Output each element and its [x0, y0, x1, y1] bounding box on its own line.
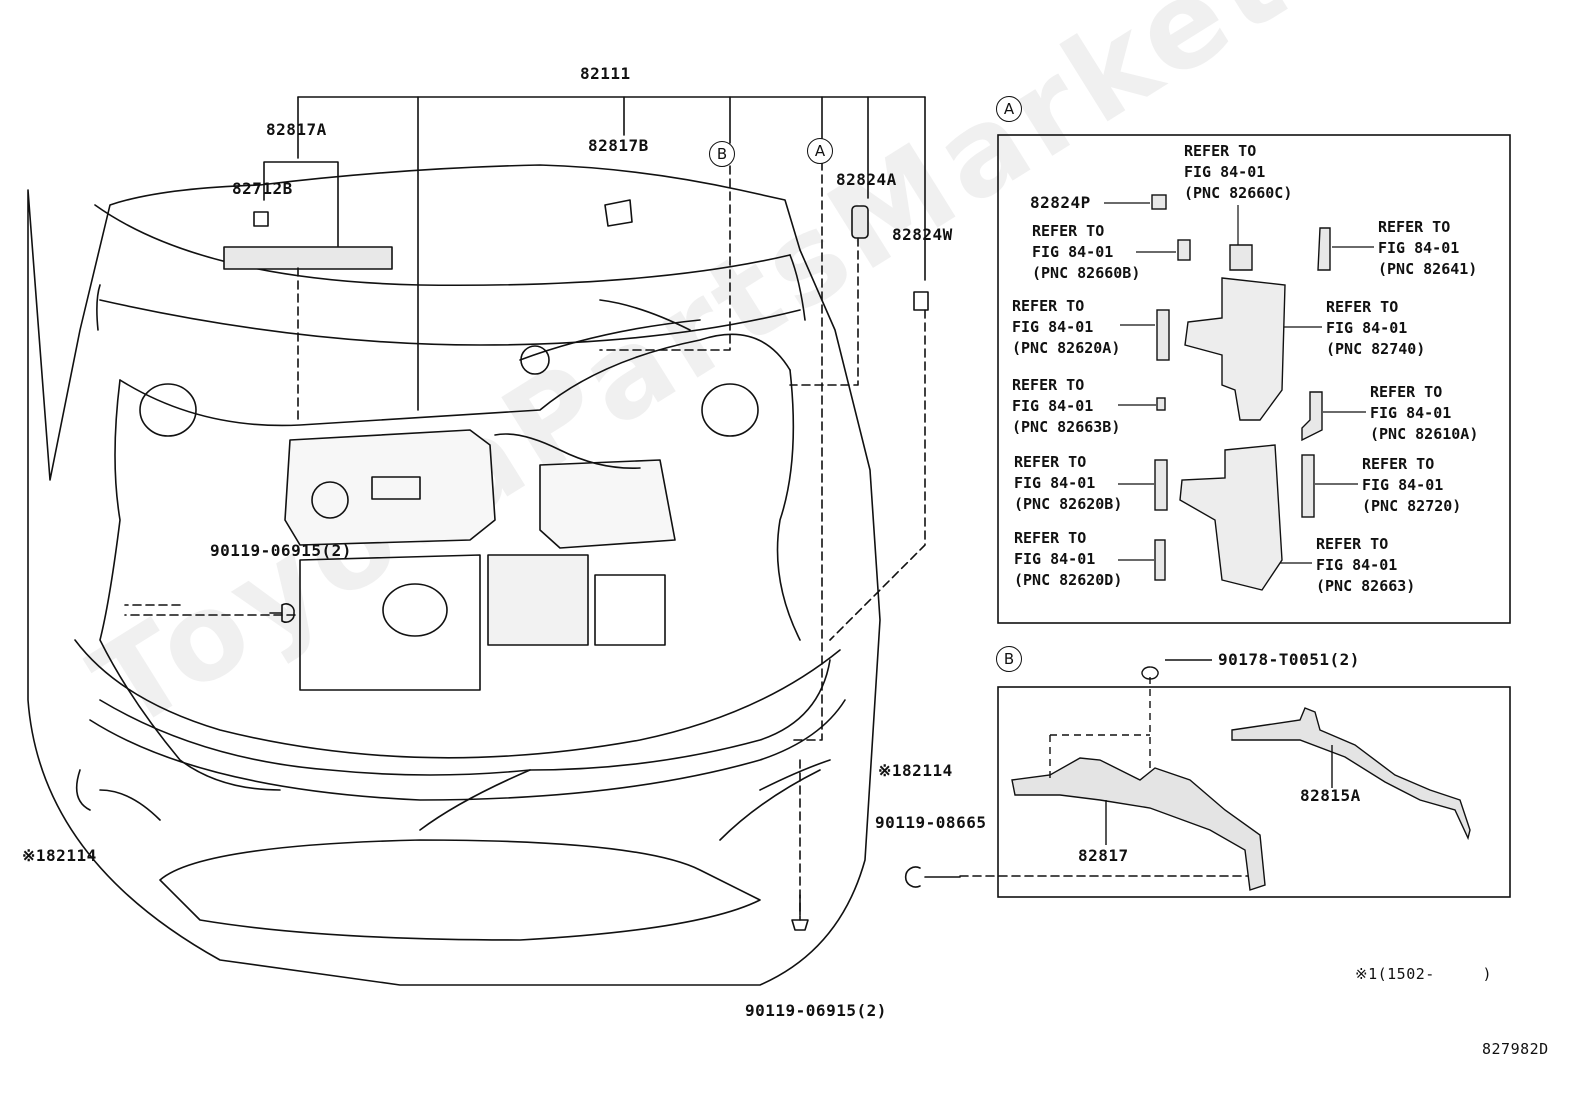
car-body-outline	[27, 164, 881, 986]
bolt-left-shape	[269, 603, 295, 623]
air-duct	[494, 433, 641, 469]
lower-engine	[299, 554, 481, 691]
harness-right	[776, 369, 801, 641]
battery	[487, 554, 589, 646]
label-clip: 90178-T0051(2)	[1218, 650, 1360, 669]
label-bolt-right: 90119-08665	[875, 813, 987, 832]
panel-b-title: B	[996, 646, 1022, 672]
bumper-lower	[89, 699, 846, 801]
note-mark: ※1	[878, 761, 903, 780]
bolt-bottom-shape	[791, 894, 809, 931]
oil-cap	[311, 481, 349, 519]
panel-a-parts	[1151, 194, 1331, 591]
harness-front-low	[419, 769, 821, 841]
panel-a-title: A	[996, 96, 1022, 122]
bolt-right-shape	[904, 866, 961, 888]
note-mark: ※1	[22, 846, 47, 865]
panel-a-leaders	[1104, 202, 1374, 564]
harness-front	[99, 659, 831, 776]
panel-a-frame	[997, 134, 1511, 624]
dashed-leaders	[124, 161, 1263, 921]
grille-lower	[159, 839, 761, 941]
part-82114-left-shape	[75, 769, 161, 821]
air-box	[539, 459, 676, 549]
hood-edge	[96, 254, 806, 331]
callout-a: A	[807, 138, 833, 164]
label-82817B: 82817B	[588, 136, 649, 155]
bumper-line	[74, 639, 841, 759]
cowl-line	[99, 299, 801, 346]
diagram-code: 827982D	[1482, 1040, 1549, 1058]
label-82114-left-group: ※182114	[22, 848, 97, 864]
label-82111: 82111	[580, 64, 631, 83]
label-82824W: 82824W	[892, 225, 953, 244]
label-82114-right-group: ※182114	[878, 763, 953, 779]
label-82712B: 82712B	[232, 179, 293, 198]
label-82824P: 82824P	[1030, 193, 1091, 212]
label-82817A: 82817A	[266, 120, 327, 139]
part-82817A-shape	[223, 246, 393, 270]
part-82824A-shape	[851, 205, 869, 239]
right-headlamp	[701, 383, 759, 437]
hood-line	[94, 204, 791, 287]
part-82817B-shape	[604, 199, 633, 227]
leader-82817A	[263, 161, 339, 247]
harness-cowl	[519, 299, 701, 361]
harness-main	[119, 333, 791, 427]
footnote: ※1(1502- )	[1355, 965, 1492, 983]
harness-left	[99, 379, 281, 791]
part-82114-right-shape	[759, 759, 831, 791]
grommet	[520, 345, 550, 375]
label-82817: 82817	[1078, 846, 1129, 865]
engine-badge	[371, 476, 421, 500]
left-headlamp	[139, 383, 197, 437]
part-82824W-shape	[913, 291, 929, 311]
label-bolt-left: 90119-06915(2)	[210, 541, 352, 560]
lower-pulley	[382, 583, 448, 637]
label-bolt-bottom: 90119-06915(2)	[745, 1001, 887, 1020]
label-82114-left: 82114	[46, 846, 97, 865]
label-82815A: 82815A	[1300, 786, 1361, 805]
leader-82111-drops	[297, 96, 926, 411]
callout-b: B	[709, 141, 735, 167]
label-82824A: 82824A	[836, 170, 897, 189]
panel-b-frame	[997, 686, 1511, 898]
fuse-box	[594, 574, 666, 646]
panel-b-parts	[1011, 659, 1471, 891]
part-82712B-shape	[253, 211, 269, 227]
label-82114-right: 82114	[902, 761, 953, 780]
